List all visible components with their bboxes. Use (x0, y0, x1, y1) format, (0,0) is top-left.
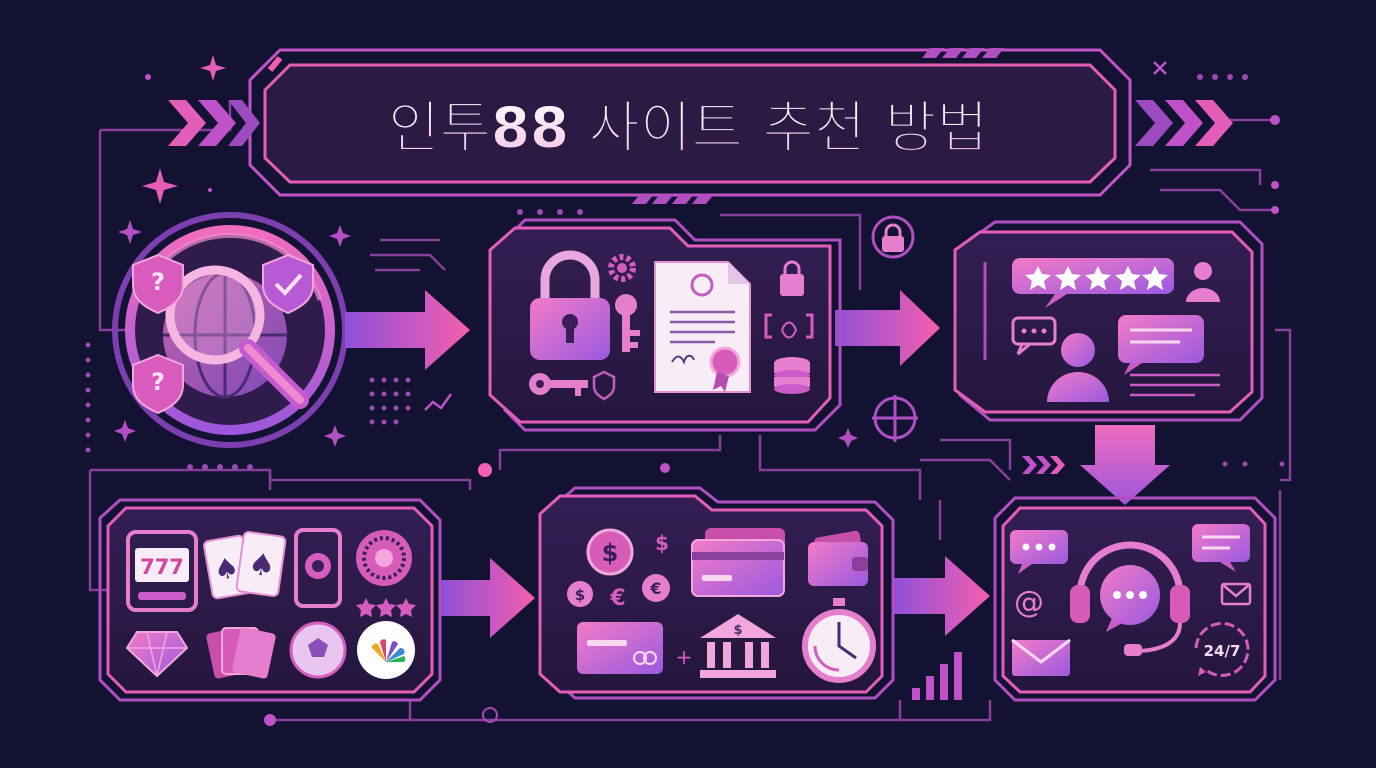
clock-24-icon: 24/7 (1194, 622, 1250, 677)
chat-bubble-icon (1118, 315, 1204, 375)
support-hours-label: 24/7 (1204, 642, 1241, 660)
bar-chart-icon (912, 652, 962, 700)
text-lines-icon (1130, 373, 1220, 397)
arrow-down-icon (1080, 425, 1170, 505)
sparkle-icon (329, 225, 351, 247)
email-icon (1011, 638, 1071, 676)
step-reviews (953, 220, 1264, 422)
user-avatar-icon (1047, 333, 1109, 402)
user-icon (1186, 262, 1220, 302)
mobile-phone-icon (294, 528, 342, 608)
sparkline-icon (424, 393, 453, 411)
rating-stars-icon (1012, 258, 1174, 308)
coin-icon: $ (567, 581, 593, 607)
step-license-security (488, 218, 842, 432)
padlock-icon (530, 250, 610, 360)
dot-grid (187, 74, 1285, 470)
database-icon (774, 357, 810, 394)
currency-euro-label: € (609, 586, 625, 611)
svg-text:?: ? (151, 368, 165, 396)
small-chevrons-icon (1022, 456, 1065, 474)
roulette-icon (356, 530, 412, 586)
step-search-verify: ? ? (112, 212, 348, 448)
chat-bubble-icon (1010, 530, 1068, 574)
small-email-icon (1220, 582, 1252, 606)
flow-arrows (345, 290, 1170, 638)
sparkle-icon (118, 220, 142, 244)
sparkles (114, 55, 858, 448)
arrow-right-icon (835, 290, 940, 366)
bank-dollar-label: $ (733, 623, 742, 638)
step-game-variety: 777 ♠ ♠ (98, 498, 442, 702)
bank-icon: $ (700, 614, 776, 678)
chevrons-left (168, 100, 260, 146)
small-padlock-icon (780, 260, 804, 296)
page-title: 인투88 사이트 추천 방법 (388, 96, 988, 161)
step-customer-support: @ 24/7 (993, 496, 1277, 702)
step-payment-methods: $ $ $ € € + (538, 486, 895, 700)
credit-card-icon (577, 622, 663, 674)
dot-column (85, 342, 91, 453)
chat-bubble-icon (1011, 316, 1057, 356)
code-bracket-icon (764, 313, 814, 339)
gear-icon (608, 254, 636, 282)
diamond-icon (125, 631, 189, 678)
magnifier-icon (165, 265, 309, 409)
lock-badge-icon (871, 215, 915, 259)
question-shield-icon: ? (132, 253, 184, 315)
arrow-right-icon (345, 290, 470, 370)
headset-icon (1070, 541, 1190, 656)
svg-text:?: ? (151, 268, 165, 296)
sparkle-icon (838, 428, 858, 448)
coin-icon: $ (586, 528, 634, 576)
card-fan-icon (206, 627, 276, 679)
coin-icon: € (642, 574, 670, 602)
sparkle-icon (200, 55, 226, 81)
stopwatch-icon (802, 598, 876, 683)
at-sign-icon: @ (1014, 585, 1044, 620)
certificate-icon (654, 261, 751, 393)
question-shield-icon: ? (132, 353, 184, 415)
soccer-ball-icon (289, 621, 347, 679)
plus-icon: + (676, 645, 693, 669)
wallet-icon (808, 530, 868, 586)
brand-logo-icon (357, 621, 415, 679)
currency-euro-label: € (649, 579, 661, 598)
target-icon (872, 395, 918, 442)
arrow-right-icon (893, 556, 990, 636)
key-icon (615, 294, 640, 352)
playing-cards-icon: ♠ ♠ (203, 531, 287, 600)
sparkle-icon (114, 420, 136, 442)
sparkle-icon (142, 168, 178, 204)
slot-machine-icon: 777 (126, 530, 198, 612)
chevrons-right (1135, 100, 1233, 146)
slot-reels-label: 777 (140, 555, 184, 579)
arrow-right-icon (440, 558, 535, 638)
x-mark-icon (1153, 61, 1167, 75)
shield-check-icon (262, 253, 314, 315)
currency-dollar-label: $ (655, 531, 669, 555)
stars-icon (356, 598, 416, 617)
sparkle-icon (324, 425, 346, 447)
currency-dollar-label: $ (575, 586, 585, 604)
svg-text:♠: ♠ (246, 546, 278, 584)
shield-crest-icon (592, 370, 616, 401)
key-icon (529, 373, 588, 396)
currency-dollar-label: $ (602, 539, 619, 567)
credit-card-icon (691, 528, 785, 597)
chat-bubble-icon (1192, 524, 1250, 572)
title-banner: 인투88 사이트 추천 방법 (168, 48, 1233, 204)
